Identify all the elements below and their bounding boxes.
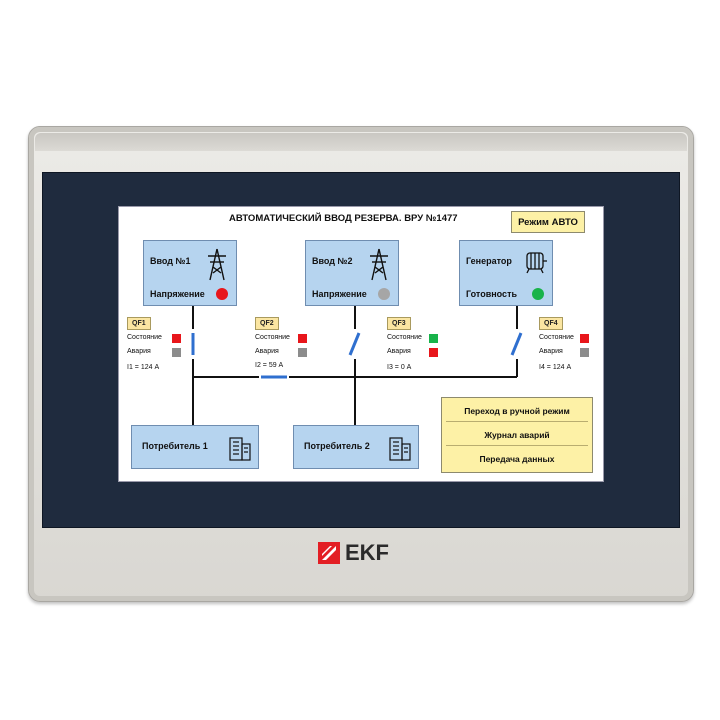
state-indicator	[580, 334, 589, 343]
source-status-label: Готовность	[466, 289, 518, 299]
consumer-2[interactable]: Потребитель 2	[293, 425, 419, 469]
source-status-label: Напряжение	[150, 289, 205, 299]
source-ввод-1[interactable]: Ввод №1 Напряжение	[143, 240, 237, 306]
breaker-state-label: Состояние	[387, 334, 422, 341]
alarm-indicator	[172, 348, 181, 357]
building-icon	[229, 437, 251, 461]
qf3-breaker-open	[348, 332, 361, 356]
qf4-breaker-open	[510, 332, 523, 356]
consumer-name: Потребитель 2	[304, 441, 370, 451]
source-name: Ввод №2	[312, 256, 353, 266]
voltage-lamp	[216, 288, 228, 300]
screen-title: АВТОМАТИЧЕСКИЙ ВВОД РЕЗЕРВА. ВРУ №1477	[229, 213, 458, 224]
breaker-state-label: Состояние	[127, 334, 162, 341]
single-line-diagram	[189, 304, 523, 425]
brand-logo: EKF	[318, 540, 408, 565]
manual-mode-button[interactable]: Переход в ручной режим	[446, 401, 588, 422]
alarm-indicator	[580, 348, 589, 357]
alarm-indicator	[429, 348, 438, 357]
consumer-name: Потребитель 1	[142, 441, 208, 451]
state-indicator	[172, 334, 181, 343]
hmi-screen: АВТОМАТИЧЕСКИЙ ВВОД РЕЗЕРВА. ВРУ №1477 Р…	[118, 206, 604, 482]
generator-icon	[526, 252, 547, 274]
breaker-alarm-label: Авария	[255, 348, 279, 355]
breaker-current: I3 = 0 А	[387, 364, 412, 371]
breaker-current: I4 = 124 А	[539, 364, 572, 371]
breaker-alarm-label: Авария	[539, 348, 563, 355]
source-generator[interactable]: Генератор Готовность	[459, 240, 553, 306]
voltage-lamp	[378, 288, 390, 300]
state-indicator	[298, 334, 307, 343]
data-transfer-button[interactable]: Передача данных	[446, 449, 588, 469]
breaker-state-label: Состояние	[255, 334, 290, 341]
breaker-tag: QF1	[127, 317, 151, 330]
alarm-log-button[interactable]: Журнал аварий	[446, 425, 588, 446]
readiness-lamp	[532, 288, 544, 300]
source-status-label: Напряжение	[312, 289, 367, 299]
consumer-1[interactable]: Потребитель 1	[131, 425, 259, 469]
source-ввод-2[interactable]: Ввод №2 Напряжение	[305, 240, 399, 306]
breaker-tag: QF3	[387, 317, 411, 330]
brand-logo-text: EKF	[345, 540, 389, 565]
source-name: Ввод №1	[150, 256, 191, 266]
power-tower-icon	[208, 248, 226, 281]
breaker-alarm-label: Авария	[387, 348, 411, 355]
building-icon	[389, 437, 411, 461]
alarm-indicator	[298, 348, 307, 357]
breaker-alarm-label: Авария	[127, 348, 151, 355]
source-name: Генератор	[466, 256, 512, 266]
power-tower-icon	[370, 248, 388, 281]
breaker-current: I1 = 124 А	[127, 364, 160, 371]
action-panel: Переход в ручной режим Журнал аварий Пер…	[441, 397, 593, 473]
breaker-tag: QF2	[255, 317, 279, 330]
bezel-top-strip	[35, 133, 687, 151]
state-indicator	[429, 334, 438, 343]
mode-auto-button[interactable]: Режим АВТО	[511, 211, 585, 233]
breaker-current: I2 = 59 А	[255, 362, 284, 369]
breaker-tag: QF4	[539, 317, 563, 330]
breaker-state-label: Состояние	[539, 334, 574, 341]
ekf-logo-mark-icon	[318, 542, 340, 564]
